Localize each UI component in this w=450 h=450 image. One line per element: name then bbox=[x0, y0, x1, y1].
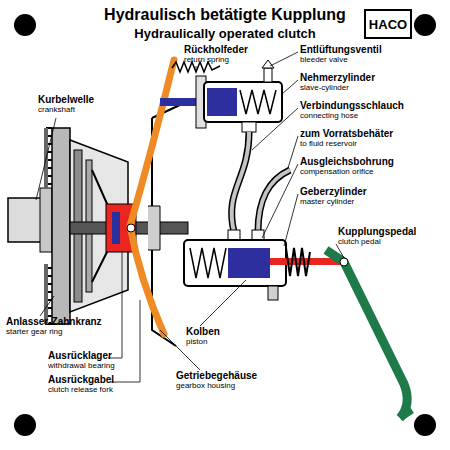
leader-line bbox=[284, 194, 298, 246]
clutch-pedal bbox=[400, 410, 412, 418]
slave-cylinder bbox=[262, 60, 274, 68]
flywheel bbox=[44, 128, 70, 324]
part-label: Kupplungspedal bbox=[338, 226, 416, 237]
leader-line bbox=[200, 280, 246, 326]
part-label: Ausrückgabel bbox=[48, 374, 114, 385]
clutch-pedal bbox=[326, 250, 407, 418]
part-label-translation: starter gear ring bbox=[6, 328, 62, 337]
leader-line bbox=[336, 244, 344, 258]
release-fork bbox=[127, 224, 135, 232]
mounting-hole bbox=[414, 14, 436, 36]
leader-line bbox=[40, 296, 54, 316]
leader-line bbox=[262, 164, 298, 238]
part-label-translation: to fluid reservoir bbox=[300, 140, 357, 149]
logo-box: HACO bbox=[364, 9, 412, 39]
part-label-translation: crankshaft bbox=[38, 106, 75, 115]
leader-line bbox=[270, 52, 298, 66]
connecting-hose bbox=[232, 132, 249, 232]
leader-line bbox=[196, 66, 197, 70]
flywheel bbox=[44, 264, 48, 324]
part-label: Anlasser-Zahnkranz bbox=[6, 316, 102, 327]
part-label: Kolben bbox=[186, 326, 220, 337]
gearbox-housing bbox=[148, 206, 160, 250]
leader-line bbox=[108, 252, 122, 358]
clutch-pedal bbox=[340, 258, 348, 266]
part-label: Nehmerzylinder bbox=[300, 72, 375, 83]
part-label: Geberzylinder bbox=[300, 186, 367, 197]
slave-cylinder bbox=[160, 60, 282, 132]
reservoir-hose bbox=[258, 170, 290, 232]
flywheel bbox=[52, 128, 70, 324]
logo-text: HACO bbox=[369, 17, 407, 32]
part-label: Getriebegehäuse bbox=[176, 370, 257, 381]
slave-cylinder bbox=[264, 68, 272, 82]
part-label: Ausgleichsbohrung bbox=[300, 156, 394, 167]
part-label: Rückholfeder bbox=[184, 44, 248, 55]
slave-cylinder bbox=[204, 82, 282, 122]
part-label-translation: master cylinder bbox=[300, 198, 354, 207]
part-label-translation: bleeder valve bbox=[300, 56, 348, 65]
reservoir-hose bbox=[258, 170, 290, 232]
part-label: Kurbelwelle bbox=[38, 94, 94, 105]
mounting-hole bbox=[14, 414, 36, 436]
master-cylinder bbox=[228, 248, 270, 278]
mounting-hole bbox=[14, 14, 36, 36]
crankshaft bbox=[8, 188, 52, 252]
part-label-translation: withdrawal bearing bbox=[48, 362, 115, 371]
slave-cylinder bbox=[242, 122, 256, 132]
part-label-translation: return spring bbox=[184, 56, 229, 65]
master-cylinder bbox=[268, 286, 278, 300]
slave-cylinder bbox=[207, 88, 237, 116]
part-label-translation: piston bbox=[186, 338, 207, 347]
part-label-translation: clutch pedal bbox=[338, 238, 381, 247]
slave-cylinder bbox=[240, 90, 276, 114]
reservoir-hose bbox=[258, 170, 290, 232]
part-label: Entlüftungsventil bbox=[300, 44, 382, 55]
leader-line bbox=[36, 118, 56, 200]
part-label: zum Vorratsbehäter bbox=[300, 128, 393, 139]
part-label-translation: connecting hose bbox=[300, 112, 358, 121]
mounting-hole bbox=[414, 414, 436, 436]
mounting-hole bbox=[14, 14, 436, 436]
diagram-subtitle: Hydraulically operated clutch bbox=[0, 26, 450, 41]
leader-line bbox=[282, 80, 298, 94]
clutch-pedal bbox=[326, 250, 412, 418]
master-cylinder bbox=[190, 248, 226, 278]
leader-line bbox=[36, 52, 344, 382]
part-label-translation: clutch release fork bbox=[48, 386, 113, 395]
leader-line bbox=[288, 136, 298, 168]
crankshaft bbox=[40, 188, 52, 252]
part-label: Ausrücklager bbox=[48, 350, 112, 361]
part-label-translation: gearbox housing bbox=[176, 382, 235, 391]
part-label-translation: slave-cylinder bbox=[300, 84, 349, 93]
withdrawal-bearing bbox=[112, 212, 120, 244]
part-label-translation: compensation orifice bbox=[300, 168, 373, 177]
master-cylinder bbox=[184, 230, 344, 300]
connecting-hose bbox=[232, 132, 249, 232]
connecting-hose bbox=[232, 132, 249, 232]
part-label: Verbindungsschlauch bbox=[300, 100, 404, 111]
leader-line bbox=[252, 108, 298, 150]
master-cylinder bbox=[286, 248, 310, 276]
